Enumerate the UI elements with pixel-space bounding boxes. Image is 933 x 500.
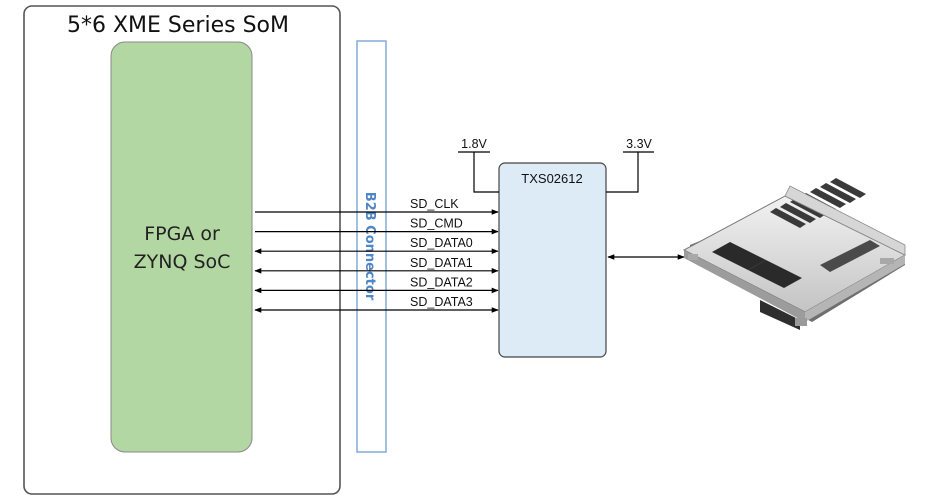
som-title: 5*6 XME Series SoM	[67, 13, 289, 38]
signal-label-sd-cmd: SD_CMD	[410, 217, 463, 231]
signal-label-sd-data2: SD_DATA2	[410, 275, 473, 289]
sd-card-socket-image	[682, 178, 907, 330]
signal-label-sd-clk: SD_CLK	[410, 197, 459, 211]
signal-lines: SD_CLK SD_CMD SD_DATA0SD_DATA1SD_DATA2SD_D…	[254, 197, 499, 313]
fpga-block	[110, 41, 253, 453]
fpga-label-line1: FPGA or	[144, 223, 220, 245]
voltage-1v8-label: 1.8V	[461, 137, 487, 151]
signal-label-sd-data3: SD_DATA3	[410, 295, 473, 309]
chip-label: TXS02612	[521, 171, 582, 186]
rail-3v3-line	[606, 151, 654, 193]
fpga-label-line2: ZYNQ SoC	[134, 251, 231, 273]
txs02612-chip	[498, 162, 607, 358]
signal-label-sd-data1: SD_DATA1	[410, 256, 473, 270]
rail-1v8-line	[458, 151, 499, 193]
voltage-3v3-label: 3.3V	[626, 137, 652, 151]
signal-label-sd-data0: SD_DATA0	[410, 236, 473, 250]
b2b-connector-label: B2B Connector	[362, 192, 377, 301]
b2b-connector	[356, 40, 387, 453]
